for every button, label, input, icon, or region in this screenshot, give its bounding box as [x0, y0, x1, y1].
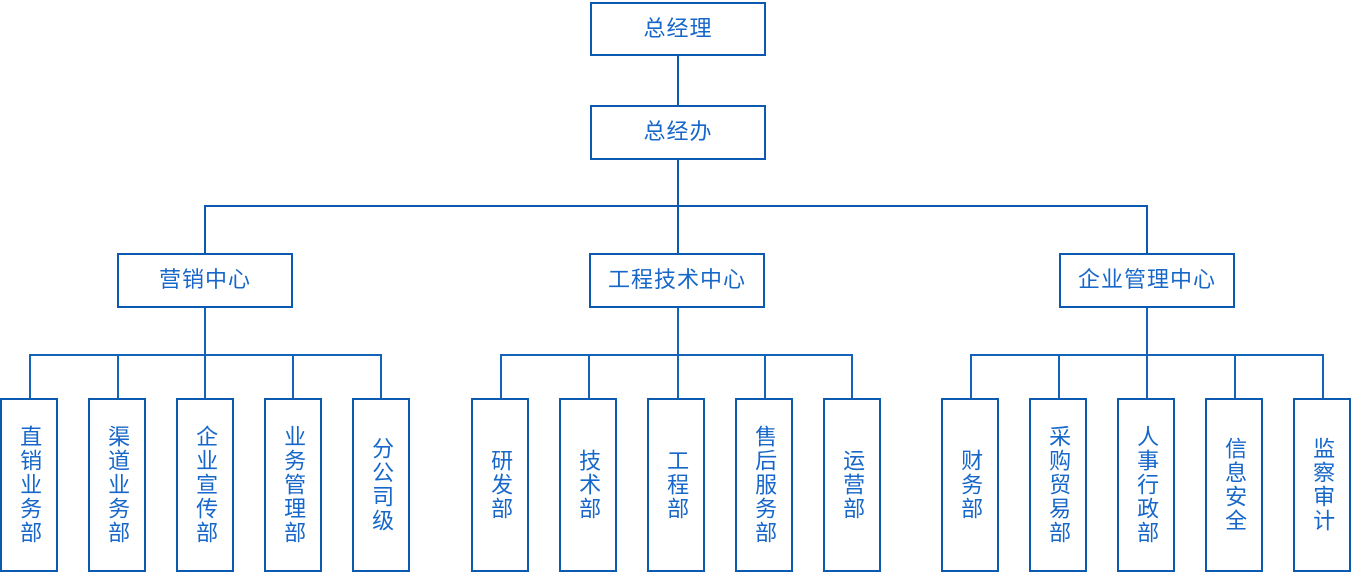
- node-engineering-department[interactable]: 工程部: [647, 398, 705, 572]
- connector-gm-to-gmo: [677, 56, 679, 105]
- node-engineering-technology-center[interactable]: 工程技术中心: [589, 253, 765, 308]
- node-branch-company-level[interactable]: 分公司级: [352, 398, 410, 572]
- connector-engineering-leg-2: [588, 354, 590, 398]
- connector-enterprise-leg-1: [970, 354, 972, 398]
- node-hr-administration-department[interactable]: 人事行政部: [1117, 398, 1175, 572]
- node-information-security[interactable]: 信息安全: [1205, 398, 1263, 572]
- connector-enterprise-leg-5: [1322, 354, 1324, 398]
- node-direct-sales-department[interactable]: 直销业务部: [0, 398, 58, 572]
- connector-gmo-drop: [677, 160, 679, 206]
- connector-drop-engineering-center: [677, 205, 679, 253]
- node-finance-department[interactable]: 财务部: [941, 398, 999, 572]
- connector-drop-marketing-center: [204, 205, 206, 253]
- node-operations-department[interactable]: 运营部: [823, 398, 881, 572]
- connector-engineering-leg-1: [500, 354, 502, 398]
- connector-enterprise-leg-2: [1058, 354, 1060, 398]
- connector-engineering-leg-4: [764, 354, 766, 398]
- node-procurement-trade-department[interactable]: 采购贸易部: [1029, 398, 1087, 572]
- connector-engineering-leg-3: [677, 354, 679, 398]
- connector-centers-bus: [205, 205, 1148, 207]
- connector-marketing-leg-2: [117, 354, 119, 398]
- node-supervision-audit[interactable]: 监察审计: [1293, 398, 1351, 572]
- node-business-management-department[interactable]: 业务管理部: [264, 398, 322, 572]
- connector-marketing-leg-3: [204, 354, 206, 398]
- node-general-manager[interactable]: 总经理: [590, 2, 766, 56]
- node-technology-department[interactable]: 技术部: [559, 398, 617, 572]
- connector-marketing-leg-5: [380, 354, 382, 398]
- connector-engineering-leg-5: [851, 354, 853, 398]
- connector-drop-enterprise-center: [1146, 205, 1148, 253]
- node-research-development-department[interactable]: 研发部: [471, 398, 529, 572]
- node-corporate-publicity-department[interactable]: 企业宣传部: [176, 398, 234, 572]
- connector-enterprise-leg-3: [1146, 354, 1148, 398]
- connector-enterprise-leg-4: [1234, 354, 1236, 398]
- node-after-sales-service-department[interactable]: 售后服务部: [735, 398, 793, 572]
- node-marketing-center[interactable]: 营销中心: [117, 253, 293, 308]
- connector-engineering-drop: [677, 308, 679, 355]
- node-enterprise-management-center[interactable]: 企业管理中心: [1059, 253, 1235, 308]
- connector-marketing-leg-1: [29, 354, 31, 398]
- connector-engineering-bus: [500, 354, 853, 356]
- node-general-manager-office[interactable]: 总经办: [590, 105, 766, 160]
- connector-marketing-leg-4: [292, 354, 294, 398]
- connector-marketing-drop: [204, 308, 206, 355]
- connector-enterprise-drop: [1146, 308, 1148, 355]
- node-channel-sales-department[interactable]: 渠道业务部: [88, 398, 146, 572]
